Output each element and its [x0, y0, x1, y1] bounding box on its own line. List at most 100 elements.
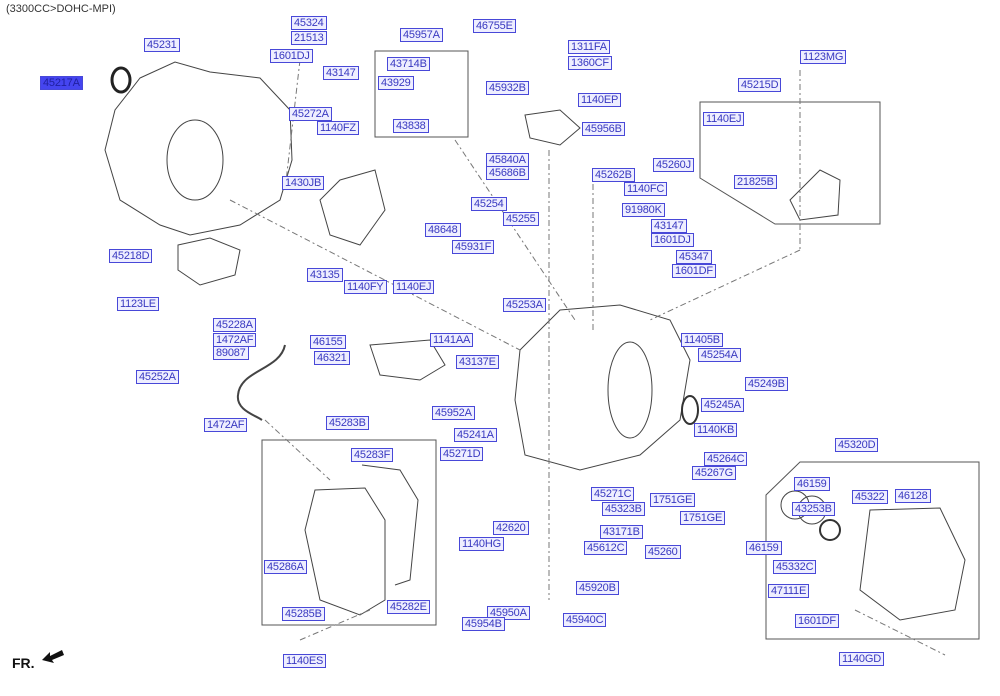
part-label-1140ep[interactable]: 1140EP: [578, 93, 622, 107]
front-direction-indicator: FR.: [12, 655, 35, 671]
part-label-1751ge[interactable]: 1751GE: [650, 493, 696, 507]
part-label-45940c[interactable]: 45940C: [563, 613, 607, 627]
part-label-45217a[interactable]: 45217A: [40, 76, 83, 90]
part-label-43135[interactable]: 43135: [307, 268, 343, 282]
part-label-45952a[interactable]: 45952A: [432, 406, 475, 420]
part-label-45218d[interactable]: 45218D: [109, 249, 153, 263]
part-label-89087[interactable]: 89087: [213, 346, 249, 360]
bracket-21825B: [789, 169, 841, 221]
part-label-1601dj[interactable]: 1601DJ: [651, 233, 694, 247]
part-label-1140es[interactable]: 1140ES: [283, 654, 327, 668]
oil-seal-45217A: [110, 66, 132, 94]
part-label-46755e[interactable]: 46755E: [473, 19, 516, 33]
part-label-45252a[interactable]: 45252A: [136, 370, 179, 384]
part-label-45272a[interactable]: 45272A: [289, 107, 332, 121]
part-label-45228a[interactable]: 45228A: [213, 318, 256, 332]
part-label-45920b[interactable]: 45920B: [576, 581, 619, 595]
part-label-45245a[interactable]: 45245A: [701, 398, 744, 412]
part-label-45322[interactable]: 45322: [852, 490, 888, 504]
part-label-1751ge[interactable]: 1751GE: [680, 511, 726, 525]
part-label-43147[interactable]: 43147: [323, 66, 359, 80]
part-label-45260j[interactable]: 45260J: [653, 158, 694, 172]
bearing-45332C: [819, 519, 841, 541]
part-label-1311fa[interactable]: 1311FA: [568, 40, 610, 54]
part-label-45271c[interactable]: 45271C: [591, 487, 635, 501]
part-label-45249b[interactable]: 45249B: [745, 377, 788, 391]
valve-body-cover: [304, 487, 386, 616]
part-label-46128[interactable]: 46128: [895, 489, 931, 503]
part-label-1140hg[interactable]: 1140HG: [459, 537, 504, 551]
part-label-43253b[interactable]: 43253B: [792, 502, 835, 516]
part-label-1140kb[interactable]: 1140KB: [694, 423, 738, 437]
part-label-21513[interactable]: 21513: [291, 31, 327, 45]
housing-bore: [166, 119, 224, 201]
part-label-45282e[interactable]: 45282E: [387, 600, 430, 614]
part-label-45241a[interactable]: 45241A: [454, 428, 497, 442]
part-label-1472af[interactable]: 1472AF: [204, 418, 248, 432]
part-label-45957a[interactable]: 45957A: [400, 28, 443, 42]
part-label-1140ej[interactable]: 1140EJ: [393, 280, 435, 294]
part-label-45254[interactable]: 45254: [471, 197, 507, 211]
part-label-45215d[interactable]: 45215D: [738, 78, 782, 92]
part-label-43137e[interactable]: 43137E: [456, 355, 499, 369]
part-label-45954b[interactable]: 45954B: [462, 617, 505, 631]
part-label-91980k[interactable]: 91980K: [622, 203, 665, 217]
part-label-21825b[interactable]: 21825B: [734, 175, 777, 189]
part-label-45260[interactable]: 45260: [645, 545, 681, 559]
part-label-1140fy[interactable]: 1140FY: [344, 280, 387, 294]
part-label-45254a[interactable]: 45254A: [698, 348, 741, 362]
part-label-43171b[interactable]: 43171B: [600, 525, 643, 539]
part-label-1141aa[interactable]: 1141AA: [430, 333, 474, 347]
part-label-1430jb[interactable]: 1430JB: [282, 176, 325, 190]
part-label-48648[interactable]: 48648: [425, 223, 461, 237]
part-label-1140fc[interactable]: 1140FC: [624, 182, 668, 196]
part-label-43147[interactable]: 43147: [651, 219, 687, 233]
part-label-45686b[interactable]: 45686B: [486, 166, 529, 180]
part-label-45950a[interactable]: 45950A: [487, 606, 530, 620]
part-label-45267g[interactable]: 45267G: [692, 466, 736, 480]
part-label-45264c[interactable]: 45264C: [704, 452, 748, 466]
part-label-45255[interactable]: 45255: [503, 212, 539, 226]
part-label-1472af[interactable]: 1472AF: [213, 333, 257, 347]
part-label-45320d[interactable]: 45320D: [835, 438, 879, 452]
part-label-45931f[interactable]: 45931F: [452, 240, 495, 254]
part-label-1123mg[interactable]: 1123MG: [800, 50, 847, 64]
part-label-1123le[interactable]: 1123LE: [117, 297, 159, 311]
part-label-45253a[interactable]: 45253A: [503, 298, 546, 312]
part-label-42620[interactable]: 42620: [493, 521, 529, 535]
part-label-1140ej[interactable]: 1140EJ: [703, 112, 745, 126]
part-label-45323b[interactable]: 45323B: [602, 502, 645, 516]
part-label-45262b[interactable]: 45262B: [592, 168, 635, 182]
part-label-45956b[interactable]: 45956B: [582, 122, 625, 136]
part-label-46159[interactable]: 46159: [794, 477, 830, 491]
part-label-43929[interactable]: 43929: [378, 76, 414, 90]
part-label-45286a[interactable]: 45286A: [264, 560, 307, 574]
part-label-1140gd[interactable]: 1140GD: [839, 652, 884, 666]
part-label-45283f[interactable]: 45283F: [351, 448, 394, 462]
part-label-45283b[interactable]: 45283B: [326, 416, 369, 430]
part-label-1601dj[interactable]: 1601DJ: [270, 49, 313, 63]
part-label-45231[interactable]: 45231: [144, 38, 180, 52]
part-label-43714b[interactable]: 43714B: [387, 57, 430, 71]
part-label-1140fz[interactable]: 1140FZ: [317, 121, 359, 135]
part-label-43838[interactable]: 43838: [393, 119, 429, 133]
part-label-47111e[interactable]: 47111E: [768, 584, 810, 598]
gasket-45282E: [361, 464, 419, 586]
part-label-46321[interactable]: 46321: [314, 351, 350, 365]
part-label-1601df[interactable]: 1601DF: [672, 264, 716, 278]
part-label-1360cf[interactable]: 1360CF: [568, 56, 612, 70]
part-label-46155[interactable]: 46155: [310, 335, 346, 349]
part-label-45324[interactable]: 45324: [291, 16, 327, 30]
part-label-45840a[interactable]: 45840A: [486, 153, 529, 167]
part-label-45347[interactable]: 45347: [676, 250, 712, 264]
baffle-43135: [319, 169, 386, 246]
part-label-45932b[interactable]: 45932B: [486, 81, 529, 95]
part-label-45612c[interactable]: 45612C: [584, 541, 628, 555]
part-label-45332c[interactable]: 45332C: [773, 560, 817, 574]
part-label-46159[interactable]: 46159: [746, 541, 782, 555]
part-label-45285b[interactable]: 45285B: [282, 607, 325, 621]
part-label-1601df[interactable]: 1601DF: [795, 614, 839, 628]
part-label-11405b[interactable]: 11405B: [681, 333, 723, 347]
part-label-45271d[interactable]: 45271D: [440, 447, 484, 461]
rear-cover-45322: [859, 507, 966, 621]
